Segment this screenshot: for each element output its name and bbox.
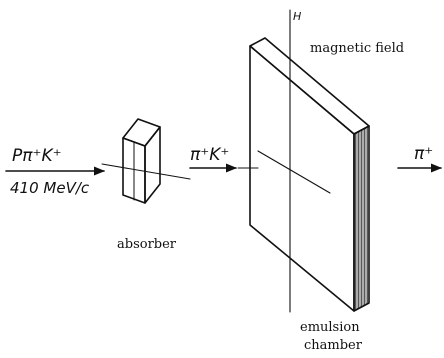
emulsion-chamber — [237, 9, 370, 313]
field-axis-label: H — [293, 10, 301, 23]
outgoing-beam-label: π⁺ — [414, 144, 433, 164]
middle-beam-label: π⁺K⁺ — [190, 145, 229, 165]
absorber-label: absorber — [117, 237, 177, 252]
magnetic-field-label: magnetic field — [310, 41, 404, 56]
momentum-label: 410 MeV/c — [10, 179, 90, 197]
incoming-beam-label: Pπ⁺K⁺ — [12, 146, 62, 166]
absorber — [101, 118, 191, 204]
chamber-label-line2: chamber — [304, 338, 363, 353]
chamber-label-line1: emulsion — [300, 320, 360, 335]
